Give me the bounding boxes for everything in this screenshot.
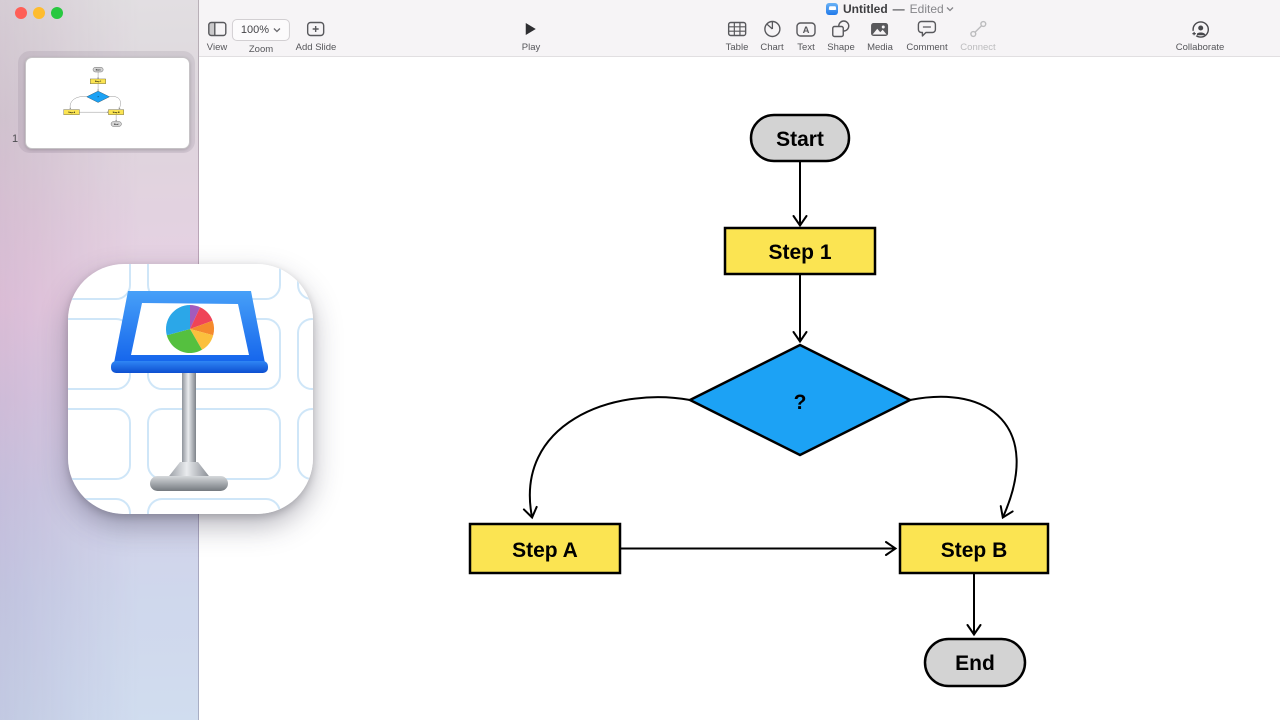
comment-button[interactable]: Comment [906, 19, 948, 53]
keynote-app-icon [68, 264, 313, 514]
titlebar: Untitled — Edited [826, 2, 954, 16]
comment-label: Comment [906, 42, 948, 53]
document-title: Untitled [843, 2, 888, 16]
thumbnail-flowchart: Start Step 1 ? Step A Step B End [63, 67, 124, 127]
node-end-label: End [114, 124, 119, 126]
zoom-value: 100% [240, 24, 270, 36]
node-decision-label: ? [794, 391, 807, 414]
node-start-label: Start [776, 128, 824, 151]
node-stepB-label: Step B [113, 111, 120, 114]
node-stepA[interactable] [63, 109, 80, 115]
fullscreen-icon[interactable] [51, 7, 63, 19]
add-slide-label: Add Slide [295, 42, 337, 53]
view-label: View [206, 42, 228, 53]
keynote-doc-icon[interactable] [826, 3, 838, 15]
minimize-icon[interactable] [33, 7, 45, 19]
shape-label: Shape [827, 42, 855, 53]
node-step1[interactable] [723, 226, 877, 276]
zoom-chevron-icon [273, 28, 281, 33]
node-decision[interactable] [86, 90, 110, 103]
node-step1[interactable] [90, 78, 106, 84]
media-icon [871, 19, 890, 39]
media-label: Media [867, 42, 893, 53]
shape-icon [831, 19, 850, 39]
chart-button[interactable]: Chart [760, 19, 784, 53]
connector-decision-stepA[interactable] [522, 396, 691, 520]
play-label: Play [521, 42, 541, 53]
edited-status[interactable]: Edited [909, 2, 944, 16]
play-icon [525, 19, 537, 39]
node-start[interactable] [749, 113, 851, 163]
media-button[interactable]: Media [867, 19, 893, 53]
node-decision[interactable] [687, 343, 913, 457]
node-stepB[interactable] [898, 522, 1050, 575]
chevron-down-icon [946, 7, 954, 12]
close-icon[interactable] [15, 7, 27, 19]
connector-decision-stepA[interactable] [69, 96, 87, 110]
view-button[interactable]: View [207, 19, 227, 53]
table-icon [727, 19, 747, 39]
zoom-control: 100% Zoom [231, 19, 291, 55]
node-start-label: Start [96, 68, 101, 71]
slide-thumbnail[interactable]: Start Step 1 ? Step A Step B End [25, 57, 190, 149]
node-stepB-label: Step B [941, 539, 1008, 562]
chart-label: Chart [760, 42, 784, 53]
text-icon: A [796, 19, 816, 39]
connect-button: Connect [960, 19, 996, 53]
play-button[interactable]: Play [522, 19, 540, 53]
node-step1-label: Step 1 [95, 80, 102, 83]
node-decision-label: ? [97, 97, 99, 99]
node-stepB[interactable] [108, 109, 124, 115]
toolbar: Untitled — Edited View 10 [0, 0, 1280, 57]
zoom-label: Zoom [248, 44, 274, 55]
connector-decision-stepB[interactable] [909, 395, 1018, 520]
node-stepA-label: Step A [68, 111, 75, 114]
text-label: Text [797, 42, 815, 53]
add-slide-icon [307, 19, 325, 39]
node-start[interactable] [92, 67, 104, 73]
view-icon [207, 19, 227, 39]
svg-text:A: A [803, 25, 810, 36]
node-end[interactable] [110, 121, 122, 127]
node-step1-label: Step 1 [768, 241, 831, 264]
text-button[interactable]: A Text [796, 19, 816, 53]
node-end-label: End [955, 652, 995, 675]
collaborate-icon [1190, 19, 1210, 39]
collaborate-label: Collaborate [1175, 42, 1225, 53]
connect-label: Connect [960, 42, 996, 53]
title-dash: — [892, 2, 905, 16]
node-stepA-label: Step A [512, 539, 578, 562]
connect-icon [969, 19, 987, 39]
table-button[interactable]: Table [725, 19, 749, 53]
chart-icon [763, 19, 781, 39]
node-end[interactable] [923, 637, 1027, 688]
slide-number: 1 [12, 133, 19, 145]
comment-icon [917, 19, 937, 39]
connector-decision-stepB[interactable] [109, 96, 121, 110]
add-slide-button[interactable]: Add Slide [295, 19, 337, 53]
zoom-select[interactable]: 100% [231, 19, 291, 41]
table-label: Table [725, 42, 749, 53]
collaborate-button[interactable]: Collaborate [1175, 19, 1225, 53]
shape-button[interactable]: Shape [827, 19, 855, 53]
node-stepA[interactable] [468, 522, 622, 575]
